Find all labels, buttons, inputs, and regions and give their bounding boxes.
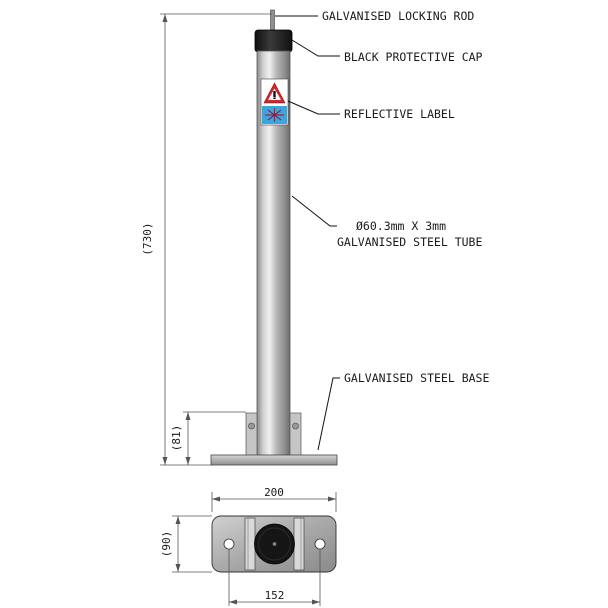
base-plate bbox=[210, 454, 338, 466]
elevation-view bbox=[210, 9, 338, 466]
callout-reflective-label: REFLECTIVE LABEL bbox=[287, 100, 455, 121]
hole-centres-text: 152 bbox=[265, 589, 285, 602]
callout-base: GALVANISED STEEL BASE bbox=[317, 371, 489, 451]
overall-height-text: (730) bbox=[141, 222, 154, 255]
right-bracket bbox=[289, 412, 302, 457]
callout-locking-rod: GALVANISED LOCKING ROD bbox=[275, 9, 474, 23]
base-depth-text: (90) bbox=[160, 531, 173, 558]
callout-tube: Ø60.3mm X 3mm GALVANISED STEEL TUBE bbox=[291, 195, 482, 249]
height-dimension: (730) bbox=[141, 13, 272, 466]
locking-rod bbox=[270, 9, 275, 33]
fixing-hole-left bbox=[223, 538, 235, 550]
base-width-text: 200 bbox=[264, 486, 284, 499]
base-label: GALVANISED STEEL BASE bbox=[344, 371, 489, 385]
base-height-text: (81) bbox=[170, 425, 183, 452]
protective-cap bbox=[254, 29, 293, 53]
cap-label: BLACK PROTECTIVE CAP bbox=[344, 50, 483, 64]
tube-spec-line2: GALVANISED STEEL TUBE bbox=[337, 235, 482, 249]
callout-cap: BLACK PROTECTIVE CAP bbox=[291, 39, 483, 64]
reflective-label-text: REFLECTIVE LABEL bbox=[344, 107, 455, 121]
reflective-label bbox=[260, 78, 289, 126]
left-bracket bbox=[245, 412, 258, 457]
base-height-dimension: (81) bbox=[170, 411, 246, 465]
fixing-hole-right bbox=[314, 538, 326, 550]
plan-view: 200 (90) 152 bbox=[160, 486, 337, 606]
locking-rod-top bbox=[272, 542, 277, 546]
locking-rod-label: GALVANISED LOCKING ROD bbox=[322, 9, 474, 23]
tube-spec-line1: Ø60.3mm X 3mm bbox=[356, 219, 446, 233]
